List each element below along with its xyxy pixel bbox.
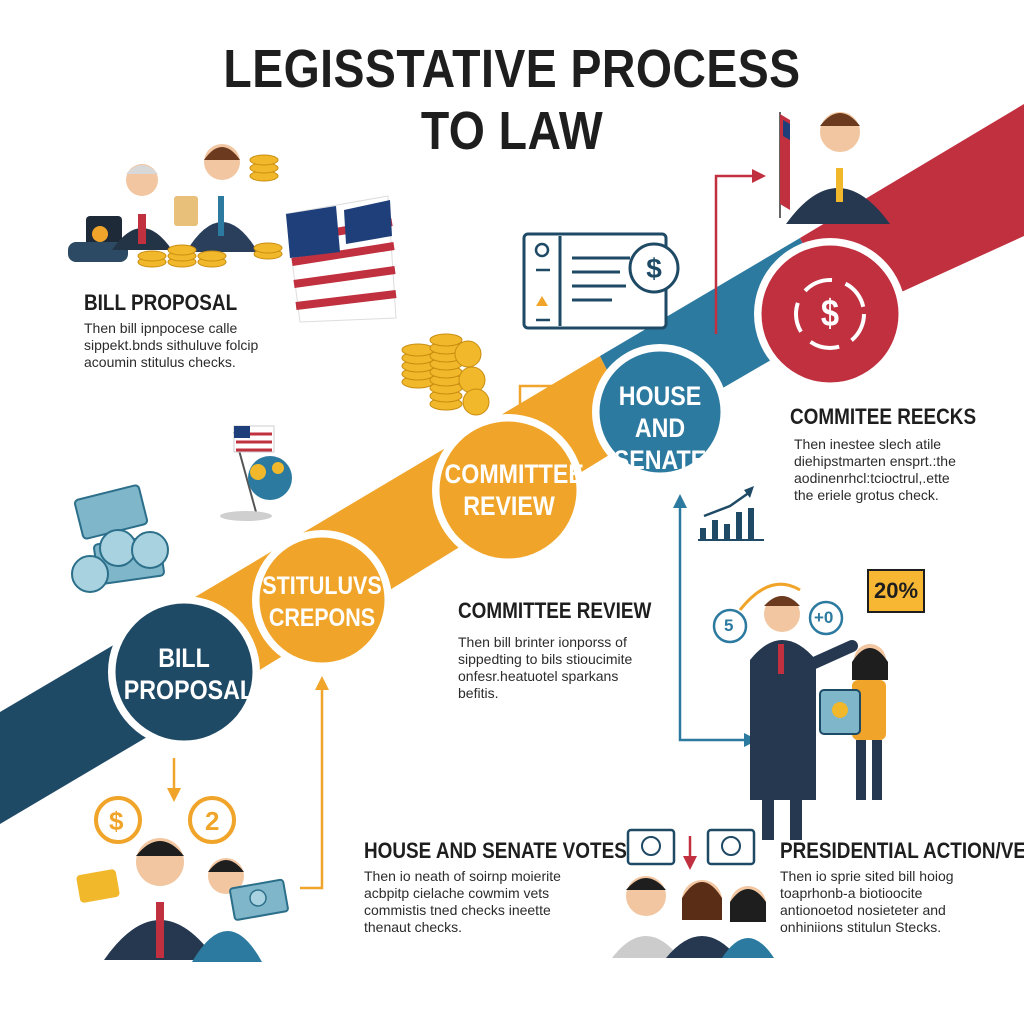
arrowhead-up-stage-2 bbox=[315, 676, 329, 690]
stage-label-bill-proposal: BILL PROPOSAL bbox=[123, 643, 255, 705]
arrow-up-to-stage-2 bbox=[300, 686, 324, 890]
coin-stacks bbox=[401, 333, 490, 416]
text-bill-proposal: Then bill ipnpocese calle sippekt.bnds s… bbox=[84, 320, 259, 370]
page-title-line-1: LEGISSTATIVE PROCESS bbox=[223, 39, 801, 99]
citizens-illustration bbox=[76, 796, 289, 962]
text-committee-reecks: Then inestee slech atile diehipstmarten … bbox=[794, 436, 956, 503]
arrowhead-right-stage-3 bbox=[428, 515, 442, 529]
stage-label-stimulus: STITULUVS CREPONS bbox=[262, 572, 382, 632]
globe-flag-icon bbox=[220, 425, 292, 521]
svg-text:$: $ bbox=[646, 253, 662, 284]
flag-illustration bbox=[285, 195, 397, 323]
text-presidential-action: Then io sprie sited bill hoiog toaprhonb… bbox=[780, 868, 954, 935]
arrow-up-to-stage-5 bbox=[714, 174, 754, 334]
heading-committee-review: COMMITTEE REVIEW bbox=[458, 598, 652, 623]
text-committee-review: Then bill brinter ionporss of sippedting… bbox=[458, 634, 633, 701]
stage-circle-2 bbox=[252, 530, 392, 670]
bill-proposal-illustration bbox=[68, 144, 397, 323]
heading-bill-proposal: BILL PROPOSAL bbox=[84, 290, 238, 315]
coin-five: 5 bbox=[724, 616, 734, 635]
heading-presidential-action: PRESIDENTIAL ACTION/VETO bbox=[780, 838, 1024, 863]
flow-arrows bbox=[167, 169, 766, 890]
arrowhead-down-stage-1 bbox=[167, 788, 181, 802]
stage-circle-1 bbox=[108, 596, 260, 748]
stage-label-dollar: $ bbox=[820, 293, 840, 335]
growth-bar-chart-icon bbox=[698, 486, 764, 541]
arrow-right-to-stage-4 bbox=[518, 384, 580, 412]
arrowhead-up-blue bbox=[673, 494, 687, 508]
official-and-citizen-illustration bbox=[712, 569, 925, 840]
voters-group-illustration bbox=[612, 828, 774, 958]
heading-house-senate-votes: HOUSE AND SENATE VOTES bbox=[364, 838, 627, 863]
stage-label-house-senate: HOUSE AND SENATE bbox=[613, 381, 707, 475]
arrowhead-right-stage-4 bbox=[578, 379, 592, 393]
arrow-blue-connector bbox=[678, 504, 746, 742]
percent-badge: 20% bbox=[874, 578, 919, 603]
coin-plus-zero: +0 bbox=[814, 608, 834, 627]
stage-label-committee-review: COMMITTEE REVIEW bbox=[444, 459, 584, 521]
page-title-line-2: TO LAW bbox=[420, 101, 604, 161]
president-illustration bbox=[779, 112, 890, 224]
dollar-coin: $ bbox=[109, 806, 124, 836]
number-two-coin: 2 bbox=[205, 806, 220, 836]
heading-committee-reecks: COMMITEE REECKS bbox=[790, 404, 977, 429]
cash-bills-icon bbox=[71, 484, 169, 593]
stage-circle-5 bbox=[754, 238, 906, 390]
arrowhead-down-red bbox=[683, 856, 697, 870]
document-dollar-icon: $ bbox=[522, 232, 680, 330]
arrowhead-right-president bbox=[752, 169, 766, 183]
stage-circle-4 bbox=[592, 344, 728, 480]
text-house-senate-votes: Then io neath of soirnp moierite acbpitp… bbox=[364, 868, 561, 935]
stage-circle-3 bbox=[432, 414, 584, 566]
